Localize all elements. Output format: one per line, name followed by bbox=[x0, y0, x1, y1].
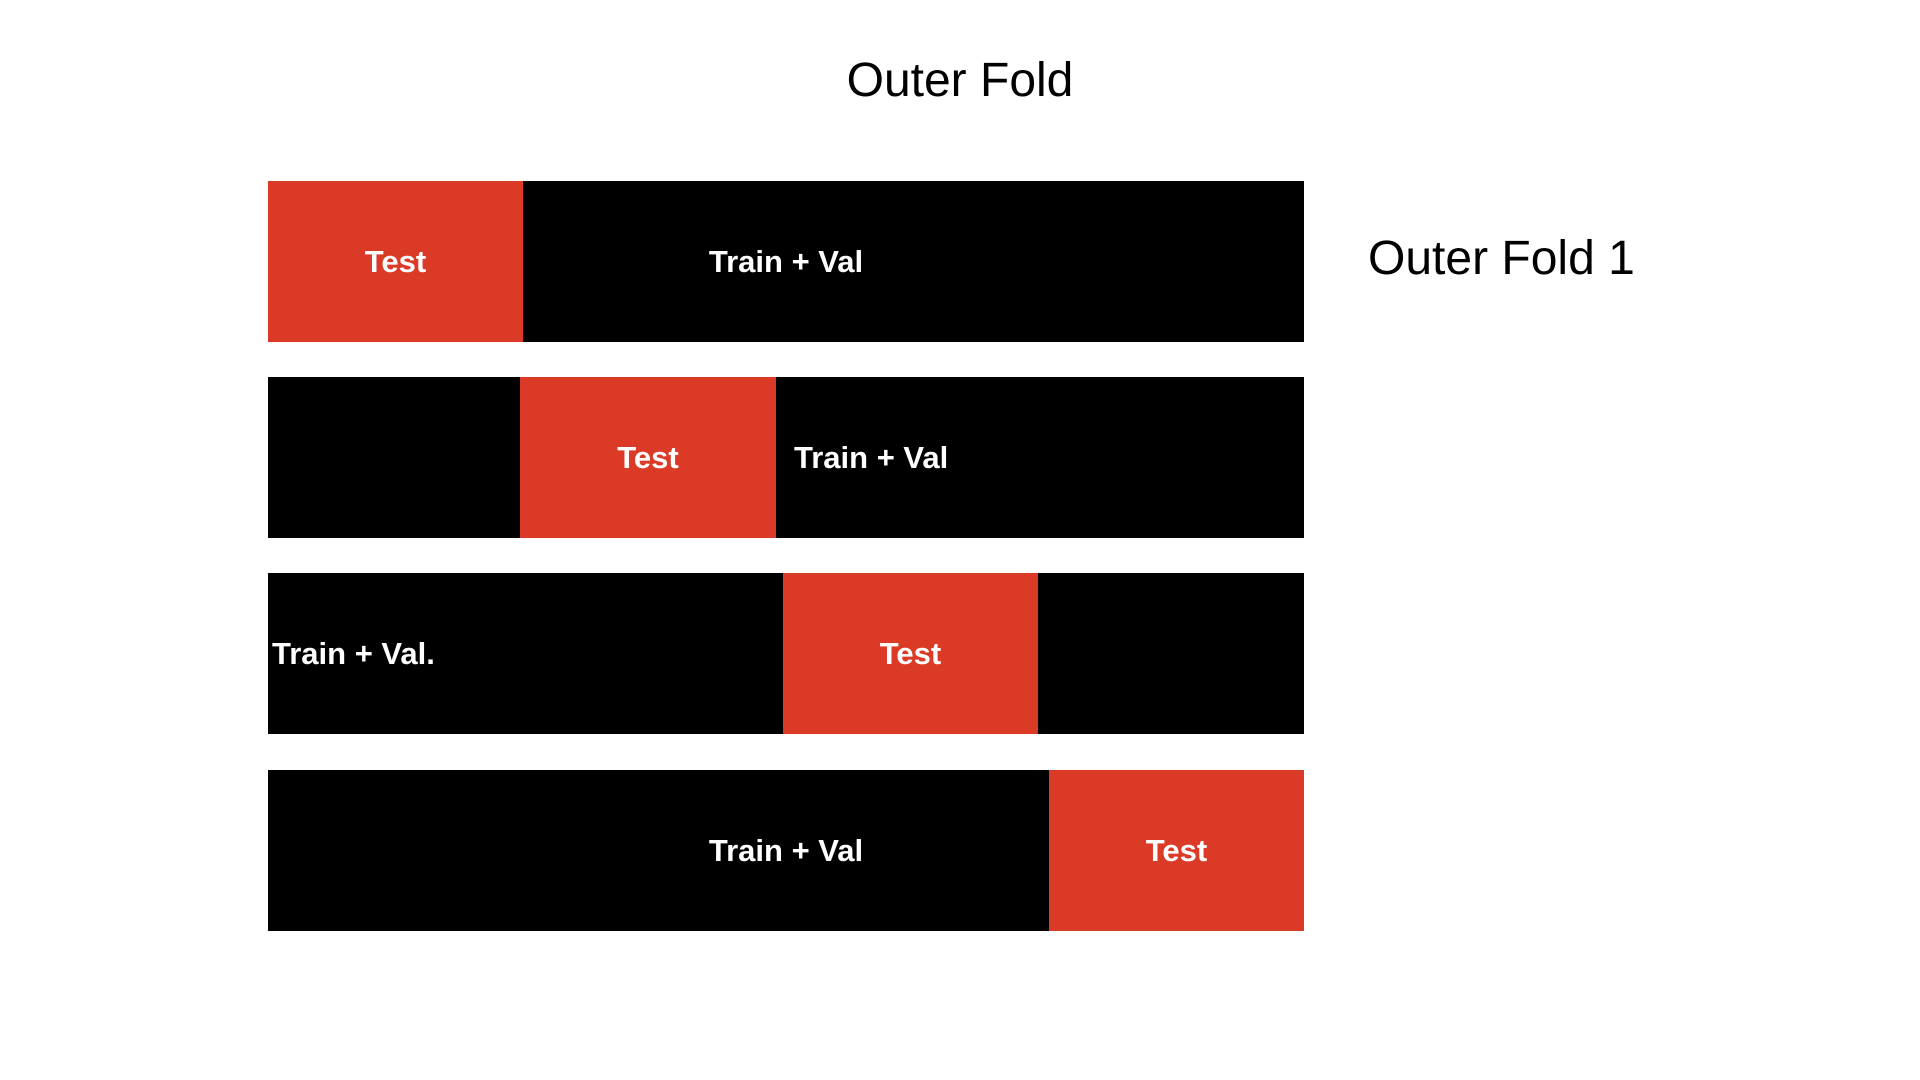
train-val-label: Train + Val. bbox=[272, 636, 435, 671]
fold-row-3: Train + Val. Test bbox=[268, 573, 1304, 734]
test-segment: Test bbox=[268, 181, 523, 342]
fold-row-4: Train + Val Test bbox=[268, 770, 1304, 931]
train-val-label: Train + Val bbox=[708, 244, 864, 279]
test-label: Test bbox=[879, 636, 942, 671]
test-label: Test bbox=[617, 440, 679, 475]
test-segment: Test bbox=[520, 377, 776, 538]
fold-row-2: Test Train + Val bbox=[268, 377, 1304, 538]
test-label: Test bbox=[364, 244, 427, 279]
test-segment: Test bbox=[1049, 770, 1304, 931]
test-label: Test bbox=[1145, 833, 1208, 868]
fold-row-1: Test Train + Val bbox=[268, 181, 1304, 342]
test-segment: Test bbox=[783, 573, 1038, 734]
train-val-label: Train + Val bbox=[708, 833, 864, 868]
diagram-title: Outer Fold bbox=[846, 54, 1074, 107]
fold-caption: Outer Fold 1 bbox=[1368, 232, 1635, 285]
train-val-label: Train + Val bbox=[794, 440, 949, 475]
